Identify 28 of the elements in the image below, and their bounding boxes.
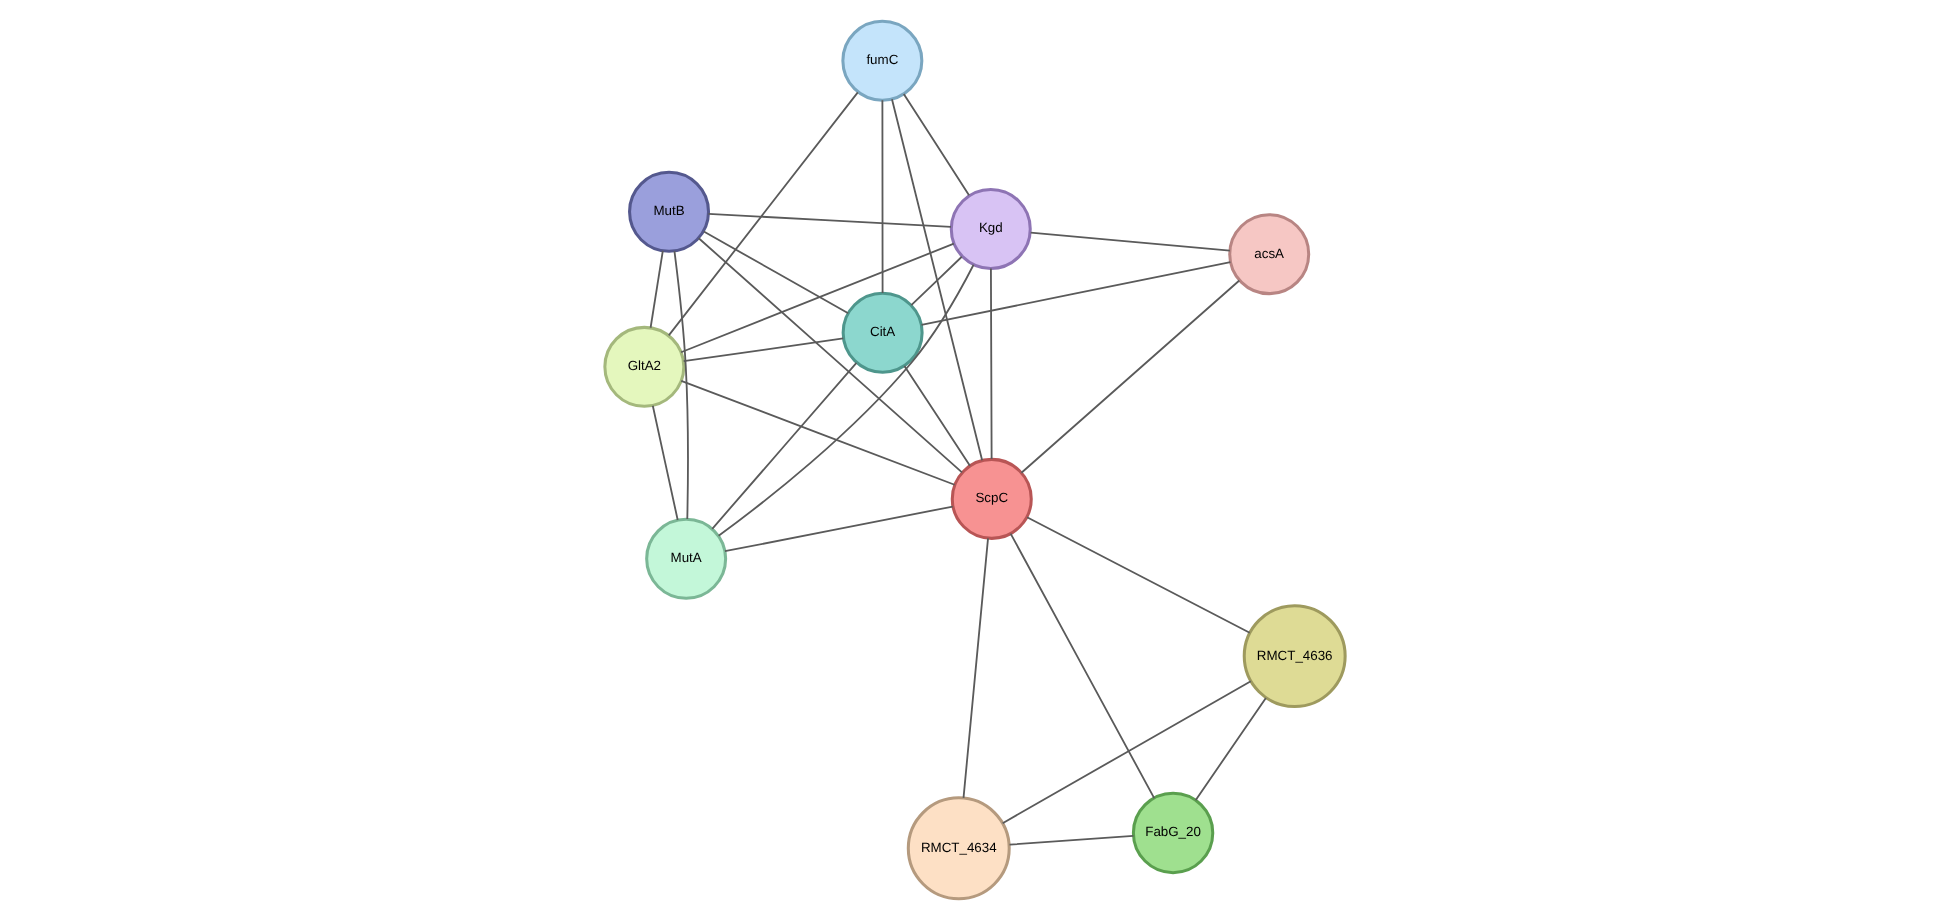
connector — [1008, 834, 1135, 846]
connector — [649, 250, 664, 329]
connector — [673, 250, 689, 520]
connector — [724, 505, 954, 553]
connector — [1001, 680, 1252, 825]
connector — [717, 263, 975, 537]
connector — [682, 337, 845, 363]
connector — [1009, 532, 1156, 800]
connector — [891, 98, 984, 462]
connector — [651, 404, 679, 521]
connector — [962, 537, 989, 799]
connector — [667, 91, 859, 337]
connector — [910, 255, 963, 307]
connector — [881, 99, 884, 295]
connector — [902, 93, 970, 197]
connector — [903, 364, 971, 467]
connector — [1194, 697, 1267, 802]
connector — [680, 379, 956, 486]
connector — [697, 237, 963, 474]
connector — [680, 242, 955, 354]
connector — [702, 230, 850, 315]
connector — [1026, 516, 1251, 634]
connector — [711, 361, 858, 530]
connector — [1029, 231, 1231, 252]
connector — [920, 261, 1232, 326]
connector — [990, 267, 993, 460]
connector — [1020, 279, 1241, 474]
connector — [707, 213, 952, 228]
